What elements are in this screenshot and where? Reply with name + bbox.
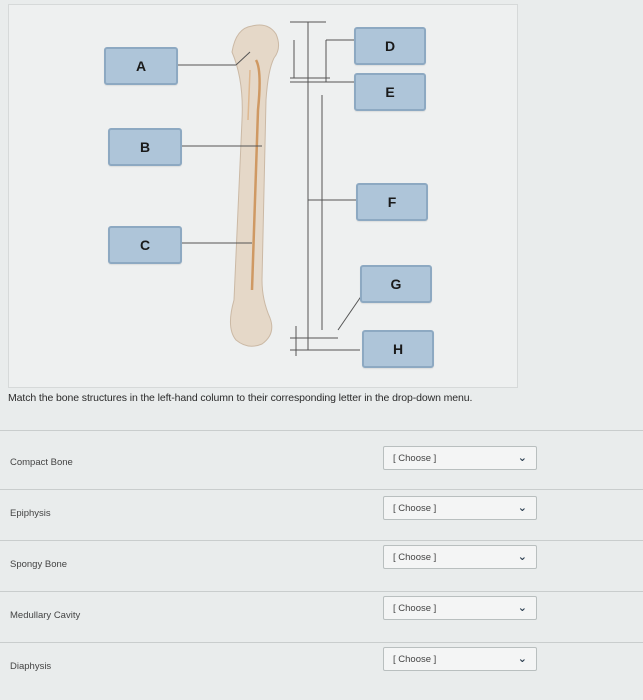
label-h: H [362, 330, 434, 368]
divider [0, 642, 643, 643]
chevron-down-icon: ⌄ [517, 602, 527, 614]
row-label-diaphysis: Diaphysis [10, 661, 52, 672]
answer-select-epiphysis[interactable]: [ Choose ] ⌄ [383, 496, 537, 520]
select-value: [ Choose ] [393, 453, 437, 464]
chevron-down-icon: ⌄ [517, 502, 527, 514]
row-label-epiphysis: Epiphysis [10, 508, 51, 519]
answer-select-diaphysis[interactable]: [ Choose ] ⌄ [383, 647, 537, 671]
row-label-medullary-cavity: Medullary Cavity [10, 610, 81, 621]
label-a: A [104, 47, 178, 85]
instruction-text: Match the bone structures in the left-ha… [8, 392, 473, 404]
label-g: G [360, 265, 432, 303]
answer-select-spongy-bone[interactable]: [ Choose ] ⌄ [383, 545, 537, 569]
row-label-spongy-bone: Spongy Bone [10, 559, 68, 570]
label-c: C [108, 226, 182, 264]
select-value: [ Choose ] [393, 654, 437, 665]
select-value: [ Choose ] [393, 603, 437, 614]
divider [0, 591, 643, 592]
row-label-compact-bone: Compact Bone [10, 457, 73, 468]
label-f: F [356, 183, 428, 221]
label-d: D [354, 27, 426, 65]
chevron-down-icon: ⌄ [517, 452, 527, 464]
answer-select-compact-bone[interactable]: [ Choose ] ⌄ [383, 446, 537, 470]
divider [0, 540, 643, 541]
label-e: E [354, 73, 426, 111]
femur-illustration [176, 21, 363, 356]
divider [0, 430, 643, 431]
select-value: [ Choose ] [393, 503, 437, 514]
chevron-down-icon: ⌄ [517, 653, 527, 665]
select-value: [ Choose ] [393, 552, 437, 563]
answer-select-medullary-cavity[interactable]: [ Choose ] ⌄ [383, 596, 537, 620]
divider [0, 489, 643, 490]
label-b: B [108, 128, 182, 166]
chevron-down-icon: ⌄ [517, 551, 527, 563]
